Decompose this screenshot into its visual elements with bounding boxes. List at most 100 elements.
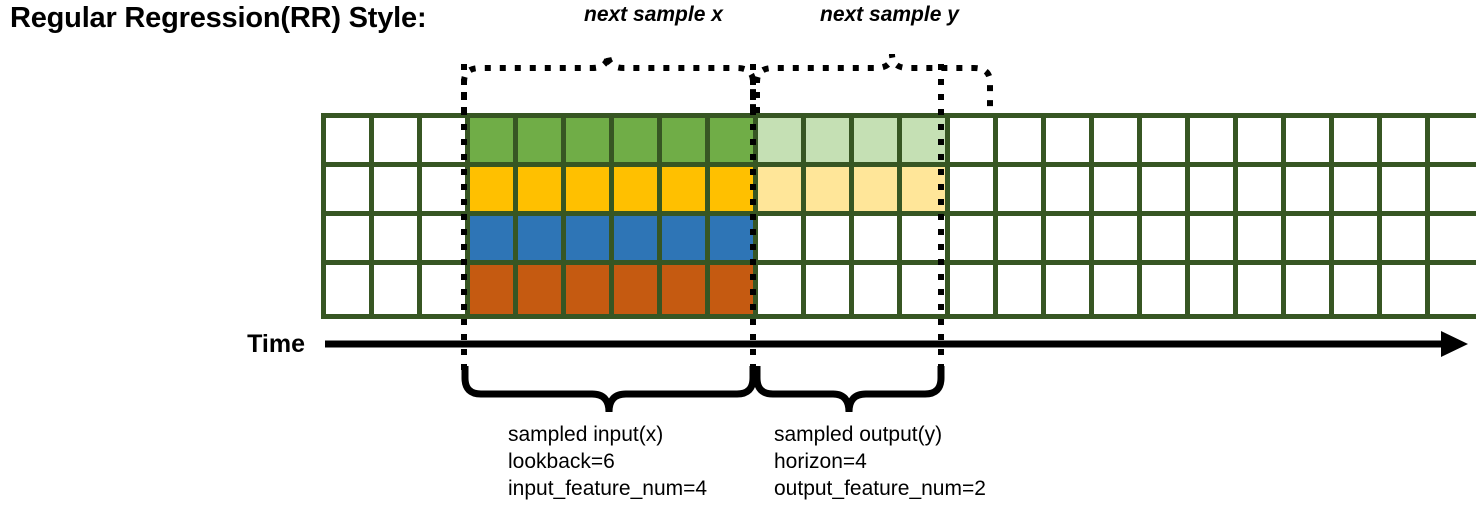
sampled-output-line-1: sampled output(y) [774,423,943,446]
grid-cell-r2-c9 [758,216,806,265]
grid-cell-r1-c2 [422,167,470,216]
grid-cell-r0-c1 [374,118,422,167]
grid-cell-r1-c18 [1190,167,1238,216]
sampled-input-line-3: input_feature_num=4 [508,477,708,500]
grid-cell-r1-c0 [326,167,374,216]
grid-cell-r1-c7 [662,167,710,216]
grid-cell-r0-c18 [1190,118,1238,167]
sampled-output-line-3: output_feature_num=2 [774,477,986,500]
grid-cell-r2-c22 [1382,216,1430,265]
grid-cell-r3-c23 [1430,265,1476,314]
grid-cell-r0-c19 [1238,118,1286,167]
grid-cell-r2-c21 [1334,216,1382,265]
grid-cell-r2-c8 [710,216,758,265]
grid-cell-r3-c10 [806,265,854,314]
grid-cell-r2-c7 [662,216,710,265]
grid-cell-r3-c0 [326,265,374,314]
grid-cell-r0-c9 [758,118,806,167]
grid-cell-r0-c16 [1094,118,1142,167]
top-brace-next-sample-x [461,53,756,113]
grid-cell-r3-c22 [1382,265,1430,314]
grid-row-extra-feature-1 [326,216,1476,265]
grid-row-target-1 [326,118,1476,167]
grid-cell-r0-c10 [806,118,854,167]
grid-cell-r1-c13 [950,167,998,216]
next-sample-y-label: next sample y [820,3,959,26]
grid-cell-r2-c23 [1430,216,1476,265]
grid-cell-r1-c10 [806,167,854,216]
grid-row-target-2 [326,167,1476,216]
grid-cell-r1-c17 [1142,167,1190,216]
grid-cell-r1-c14 [998,167,1046,216]
grid-cell-r2-c10 [806,216,854,265]
grid-cell-r1-c21 [1334,167,1382,216]
bottom-brace-sampled-input [461,366,757,413]
grid-cell-r2-c19 [1238,216,1286,265]
grid-cell-r3-c7 [662,265,710,314]
grid-cell-r1-c20 [1286,167,1334,216]
grid-cell-r2-c20 [1286,216,1334,265]
time-axis-label: Time [247,330,305,358]
grid-cell-r3-c18 [1190,265,1238,314]
grid-cell-r3-c6 [614,265,662,314]
grid-cell-r0-c4 [518,118,566,167]
top-brace-next-sample-y [754,53,993,113]
grid-cell-r1-c8 [710,167,758,216]
grid-cell-r2-c2 [422,216,470,265]
grid-cell-r1-c1 [374,167,422,216]
grid-cell-r3-c16 [1094,265,1142,314]
grid-cell-r3-c3 [470,265,518,314]
grid-cell-r0-c5 [566,118,614,167]
grid-cell-r1-c16 [1094,167,1142,216]
grid-cell-r2-c11 [854,216,902,265]
grid-cell-r1-c12 [902,167,950,216]
grid-cell-r0-c11 [854,118,902,167]
grid-cell-r0-c13 [950,118,998,167]
grid-cell-r3-c5 [566,265,614,314]
grid-cell-r3-c21 [1334,265,1382,314]
sampled-input-line-1: sampled input(x) [508,423,664,446]
grid-cell-r1-c15 [1046,167,1094,216]
grid-cell-r2-c0 [326,216,374,265]
grid-cell-r0-c7 [662,118,710,167]
grid-cell-r0-c15 [1046,118,1094,167]
grid-cell-r2-c13 [950,216,998,265]
dotted-guide-lines [461,64,944,378]
grid-cell-r3-c1 [374,265,422,314]
grid-cell-r3-c14 [998,265,1046,314]
grid-cell-r2-c14 [998,216,1046,265]
grid-cell-r1-c9 [758,167,806,216]
grid-cell-r1-c22 [1382,167,1430,216]
grid-cell-r2-c6 [614,216,662,265]
grid-cell-r0-c6 [614,118,662,167]
grid-cell-r2-c3 [470,216,518,265]
grid-cell-r3-c13 [950,265,998,314]
sampled-input-caption: sampled input(x) lookback=6 input_featur… [508,421,707,502]
timeseries-grid [321,113,1476,319]
grid-cell-r1-c6 [614,167,662,216]
grid-cell-r3-c9 [758,265,806,314]
grid-cell-r0-c20 [1286,118,1334,167]
time-axis-arrow [325,331,1468,357]
grid-cell-r0-c21 [1334,118,1382,167]
grid-cell-r3-c15 [1046,265,1094,314]
grid-cell-r1-c23 [1430,167,1476,216]
grid-cell-r2-c12 [902,216,950,265]
grid-cell-r2-c15 [1046,216,1094,265]
grid-cell-r1-c4 [518,167,566,216]
grid-cell-r2-c1 [374,216,422,265]
next-sample-x-label: next sample x [584,3,723,26]
grid-cell-r0-c3 [470,118,518,167]
grid-cell-r0-c22 [1382,118,1430,167]
grid-cell-r1-c3 [470,167,518,216]
grid-cell-r1-c5 [566,167,614,216]
grid-cell-r2-c18 [1190,216,1238,265]
sampled-output-caption: sampled output(y) horizon=4 output_featu… [774,421,986,502]
grid-cell-r3-c20 [1286,265,1334,314]
grid-cell-r0-c0 [326,118,374,167]
grid-cell-r2-c16 [1094,216,1142,265]
grid-cell-r2-c17 [1142,216,1190,265]
grid-cell-r3-c4 [518,265,566,314]
